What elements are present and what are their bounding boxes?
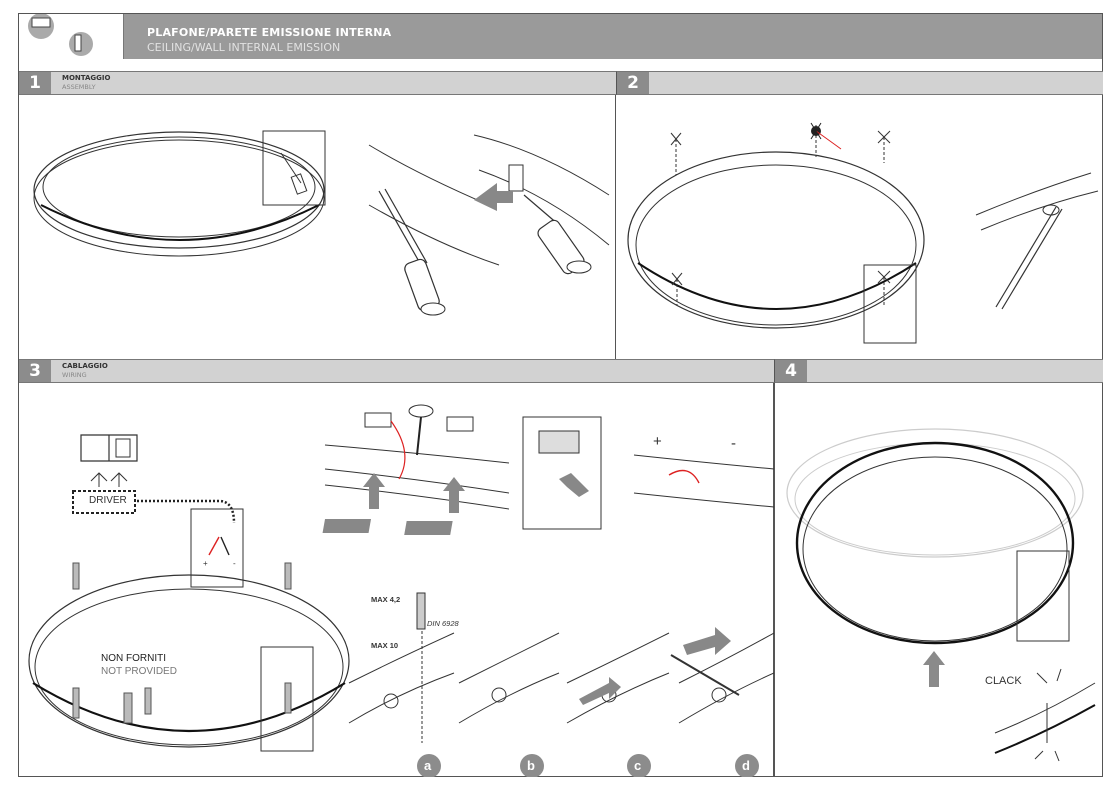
section-1-title: MONTAGGIO xyxy=(62,74,111,82)
section-3-title: CABLAGGIO xyxy=(62,362,108,370)
driver-label: DRIVER xyxy=(89,495,127,506)
header-bar: PLAFONE/PARETE EMISSIONE INTERNA CEILING… xyxy=(19,14,1102,59)
book-info-icon xyxy=(80,434,138,462)
section-3-bar: 3 CABLAGGIO WIRING xyxy=(19,359,774,383)
section-1-bar: 1 MONTAGGIO ASSEMBLY xyxy=(19,71,616,95)
step-badges xyxy=(417,754,759,777)
not-provided-it: NON FORNITI xyxy=(101,653,166,664)
polarity-plus-small: + xyxy=(203,559,208,568)
instruction-sheet: PLAFONE/PARETE EMISSIONE INTERNA CEILING… xyxy=(18,13,1103,777)
product-logo xyxy=(19,14,124,59)
section-1-number: 1 xyxy=(19,72,51,94)
wiring-illustration xyxy=(28,404,774,777)
polarity-plus: + xyxy=(653,433,662,450)
polarity-minus-small: - xyxy=(233,559,236,568)
click-label: CLACK xyxy=(985,675,1022,687)
screw-max-length: MAX 10 xyxy=(371,641,399,650)
step-a: a xyxy=(424,758,432,773)
section-1-subtitle: ASSEMBLY xyxy=(62,83,96,91)
section-3-number: 3 xyxy=(19,360,51,382)
step-c: c xyxy=(634,758,642,773)
section-2-number: 2 xyxy=(617,72,649,94)
step-d: d xyxy=(742,758,750,773)
section-2-bar: 2 xyxy=(616,71,1103,95)
panel-wiring: DRIVER + - NON FORNITI NOT PROVIDED MAX … xyxy=(19,383,774,777)
panel-closing: CLACK xyxy=(774,383,1103,777)
assembly-illustration xyxy=(33,130,610,316)
step-b: b xyxy=(527,758,535,773)
ceiling-lamp-icon xyxy=(28,14,93,56)
closing-illustration xyxy=(786,428,1096,762)
page-title: PLAFONE/PARETE EMISSIONE INTERNA xyxy=(147,26,392,39)
page-subtitle: CEILING/WALL INTERNAL EMISSION xyxy=(147,41,341,54)
panel-assembly xyxy=(19,95,616,359)
section-4-bar: 4 xyxy=(774,359,1103,383)
section-4-number: 4 xyxy=(775,360,807,382)
screw-max-head: MAX 4,2 xyxy=(371,595,401,604)
screw-standard: DIN 6928 xyxy=(427,619,459,628)
polarity-minus: - xyxy=(731,435,736,452)
not-provided-en: NOT PROVIDED xyxy=(101,666,177,677)
ceiling-fixing-illustration xyxy=(627,122,1099,344)
section-3-subtitle: WIRING xyxy=(62,371,87,379)
panel-ceiling-fixing xyxy=(616,95,1103,359)
